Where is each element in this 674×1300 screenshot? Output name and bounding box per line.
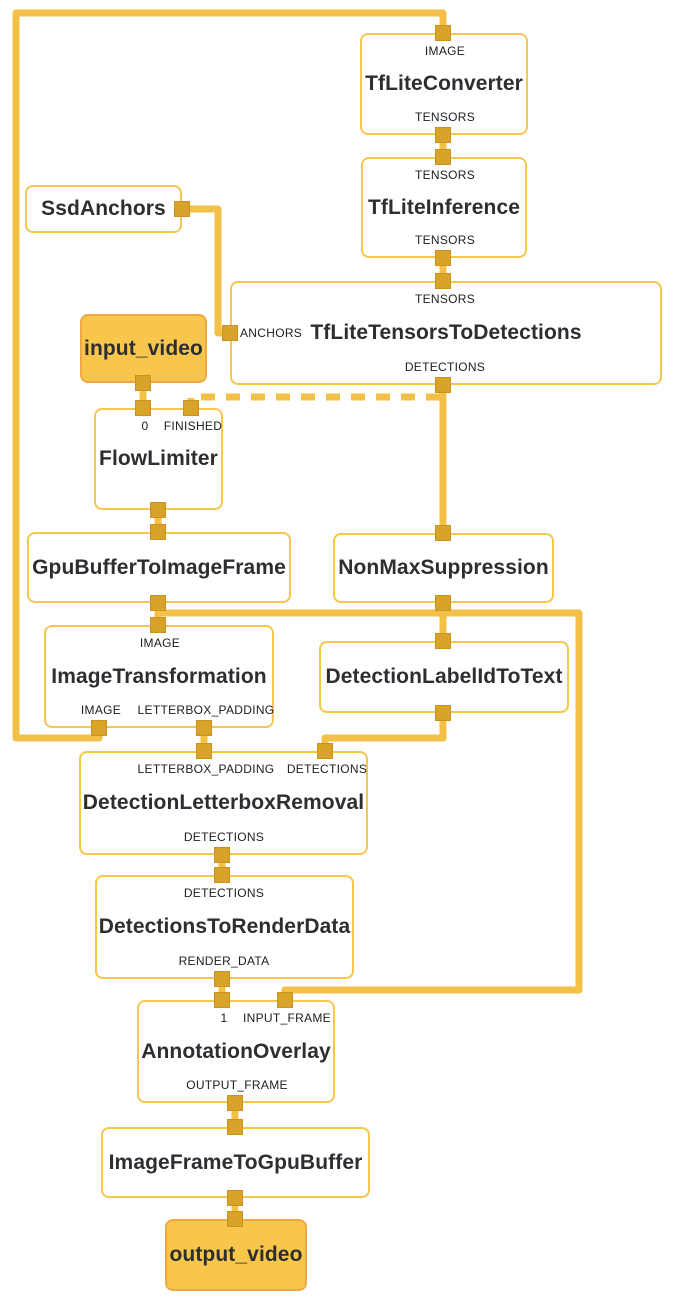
port-label-detection-letterbox-removal-detections: DETECTIONS	[286, 762, 368, 776]
node-title-detection-label-id-to-text: DetectionLabelIdToText	[325, 665, 563, 688]
node-title-ssd-anchors: SsdAnchors	[41, 197, 166, 220]
port-label-tflite-converter-tensors: TENSORS	[414, 110, 476, 124]
edge-detections-to-flow-limiter-finished	[187, 393, 440, 406]
port-label-flow-limiter-finished: FINISHED	[163, 419, 223, 433]
port-label-image-transformation-letterbox_padding: LETTERBOX_PADDING	[137, 703, 275, 717]
node-title-tflite-tensors-to-detections: TfLiteTensorsToDetections	[310, 321, 582, 344]
port-label-image-transformation-image: IMAGE	[80, 703, 122, 717]
node-flow-limiter[interactable]: FlowLimiter 0 FINISHED	[94, 408, 223, 510]
node-ssd-anchors[interactable]: SsdAnchors	[25, 185, 182, 233]
node-detections-to-render-data[interactable]: DetectionsToRenderData DETECTIONS RENDER_D…	[95, 875, 354, 979]
port-label-tflite-tensors-to-detections-anchors: ANCHORS	[240, 326, 303, 340]
node-annotation-overlay[interactable]: AnnotationOverlay 1 INPUT_FRAME OUTPUT_FRAM…	[137, 1000, 335, 1103]
port-label-annotation-overlay-1: 1	[220, 1011, 228, 1025]
node-non-max-suppression[interactable]: NonMaxSuppression	[333, 533, 554, 603]
port-label-detections-to-render-data-detections: DETECTIONS	[183, 886, 265, 900]
port-label-detection-letterbox-removal-detections: DETECTIONS	[183, 830, 265, 844]
port-label-detection-letterbox-removal-letterbox_padding: LETTERBOX_PADDING	[137, 762, 275, 776]
port-label-tflite-inference-tensors: TENSORS	[414, 233, 476, 247]
node-title-image-frame-to-gpu-buffer: ImageFrameToGpuBuffer	[108, 1150, 363, 1174]
port-label-image-transformation-image: IMAGE	[139, 636, 181, 650]
node-title-image-transformation: ImageTransformation	[51, 664, 267, 688]
port-label-tflite-inference-tensors: TENSORS	[414, 168, 476, 182]
port-label-annotation-overlay-input_frame: INPUT_FRAME	[243, 1011, 331, 1025]
node-title-gpu-buffer-to-image-frame: GpuBufferToImageFrame	[32, 555, 286, 579]
node-detection-letterbox-removal[interactable]: DetectionLetterboxRemoval LETTERBOX_PADDI…	[79, 751, 368, 855]
node-title-flow-limiter: FlowLimiter	[99, 447, 218, 470]
node-title-detections-to-render-data: DetectionsToRenderData	[98, 915, 351, 938]
node-title-input-video: input_video	[84, 336, 203, 360]
node-title-tflite-converter: TfLiteConverter	[365, 72, 523, 95]
node-title-detection-letterbox-removal: DetectionLetterboxRemoval	[82, 791, 365, 814]
port-label-annotation-overlay-output_frame: OUTPUT_FRAME	[186, 1078, 288, 1092]
node-tflite-converter[interactable]: TfLiteConverter IMAGE TENSORS	[360, 33, 528, 135]
port-label-tflite-converter-image: IMAGE	[424, 44, 466, 58]
port-label-flow-limiter-0: 0	[141, 419, 149, 433]
node-detection-label-id-to-text[interactable]: DetectionLabelIdToText	[319, 641, 569, 713]
node-title-output-video: output_video	[169, 1243, 303, 1266]
node-image-frame-to-gpu-buffer[interactable]: ImageFrameToGpuBuffer	[101, 1127, 370, 1198]
node-title-tflite-inference: TfLiteInference	[367, 195, 521, 219]
node-title-annotation-overlay: AnnotationOverlay	[141, 1039, 331, 1063]
edge-label-id-to-text-to-letterbox-removal	[321, 713, 447, 751]
node-title-non-max-suppression: NonMaxSuppression	[338, 556, 549, 579]
node-input-video[interactable]: input_video	[80, 314, 207, 383]
port-label-detections-to-render-data-render_data: RENDER_DATA	[178, 954, 270, 968]
node-tflite-tensors-to-detections[interactable]: TfLiteTensorsToDetections TENSORS ANCHORS D…	[230, 281, 662, 385]
port-label-tflite-tensors-to-detections-tensors: TENSORS	[414, 292, 476, 306]
node-output-video[interactable]: output_video	[165, 1219, 307, 1291]
port-label-tflite-tensors-to-detections-detections: DETECTIONS	[404, 360, 486, 374]
node-gpu-buffer-to-image-frame[interactable]: GpuBufferToImageFrame	[27, 532, 291, 603]
